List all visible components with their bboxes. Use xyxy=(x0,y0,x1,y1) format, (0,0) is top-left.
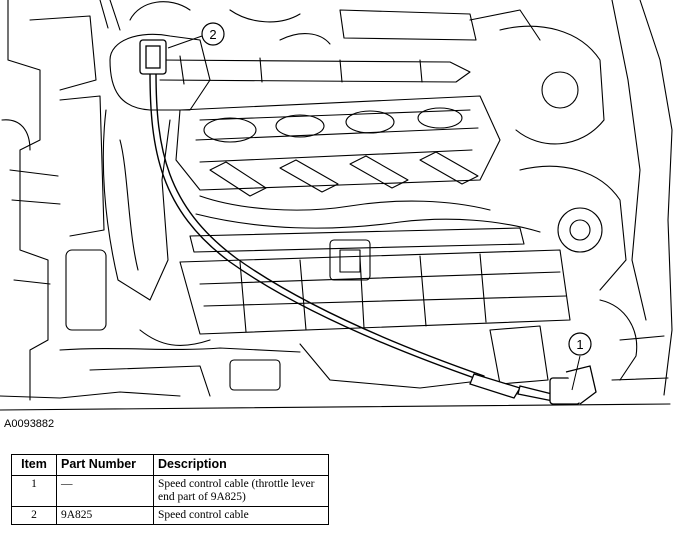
callout-2-marker: 2 xyxy=(167,22,225,49)
cell-description: Speed control cable xyxy=(153,506,329,525)
table-row: 1 — Speed control cable (throttle lever … xyxy=(11,475,329,507)
callout-1-label: 1 xyxy=(576,337,583,352)
column-header-item: Item xyxy=(11,454,57,476)
table-header-row: Item Part Number Description xyxy=(11,454,329,476)
cell-part-number: — xyxy=(56,475,154,507)
engine-illustration: 2 1 xyxy=(0,0,673,411)
column-header-part-number: Part Number xyxy=(56,454,154,476)
figure-id: A0093882 xyxy=(4,418,55,430)
cell-description: Speed control cable (throttle lever end … xyxy=(153,475,329,507)
callout-1-marker: 1 xyxy=(568,332,592,391)
column-header-description: Description xyxy=(153,454,329,476)
table-row: 2 9A825 Speed control cable xyxy=(11,506,329,525)
cell-item: 2 xyxy=(11,506,57,525)
callout-2-label: 2 xyxy=(209,27,216,42)
cell-item: 1 xyxy=(11,475,57,507)
cell-part-number: 9A825 xyxy=(56,506,154,525)
parts-table: Item Part Number Description 1 — Speed c… xyxy=(11,454,329,525)
